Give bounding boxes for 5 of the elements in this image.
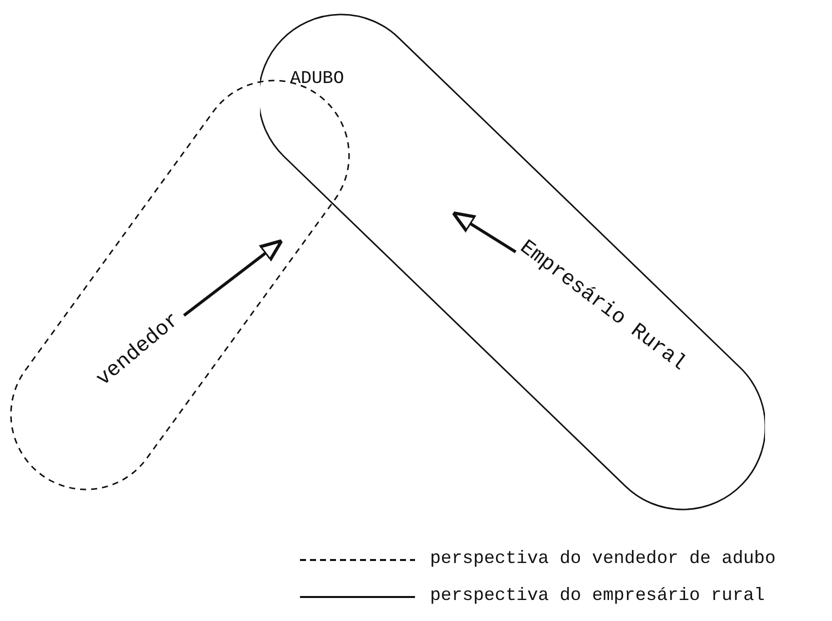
- legend-text: perspectiva do vendedor de adubo: [430, 550, 776, 568]
- arrow: [183, 239, 284, 317]
- arrow: [452, 211, 516, 254]
- node-label: ADUBO: [290, 70, 344, 88]
- legend-text: perspectiva do empresário rural: [430, 587, 765, 605]
